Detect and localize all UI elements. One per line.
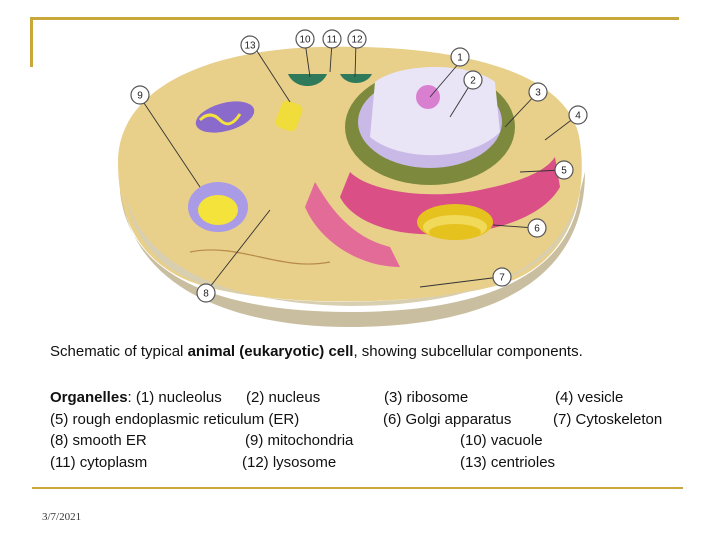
callout-5: 5 — [554, 160, 574, 180]
svg-text:3: 3 — [535, 88, 541, 99]
callout-10: 10 — [295, 29, 315, 49]
svg-text:4: 4 — [575, 111, 581, 122]
caption-suffix: , showing subcellular components. — [353, 343, 583, 360]
organelle-lysosome: (12) lysosome — [242, 453, 337, 471]
callout-12: 12 — [347, 29, 367, 49]
svg-text:7: 7 — [499, 273, 505, 284]
organelle-nucleus: (2) nucleus — [246, 389, 321, 406]
cytoskeleton — [189, 249, 331, 265]
callout-6: 6 — [527, 218, 547, 238]
lysosome — [340, 74, 372, 83]
callout-1: 1 — [450, 47, 470, 67]
svg-text:12: 12 — [351, 35, 363, 46]
callout-8: 8 — [196, 283, 216, 303]
cell-diagram: 1 2 3 4 5 6 7 8 9 10 11 12 13 — [118, 29, 588, 327]
slide-date: 3/7/2021 — [42, 511, 82, 523]
figure-caption: Schematic of typical animal (eukaryotic)… — [50, 343, 583, 360]
callout-3: 3 — [528, 82, 548, 102]
top-rule — [32, 17, 679, 20]
organelle-golgi: (6) Golgi apparatus — [383, 410, 512, 428]
organelles-heading: Organelles — [50, 389, 128, 406]
svg-text:9: 9 — [137, 91, 143, 102]
mitochondrion-upper — [195, 101, 255, 133]
left-rule — [30, 17, 33, 67]
svg-text:2: 2 — [470, 76, 476, 87]
svg-text:10: 10 — [299, 35, 311, 46]
organelle-vesicle: (4) vesicle — [555, 389, 624, 406]
svg-text:1: 1 — [457, 53, 463, 64]
organelle-rough-er: (5) rough endoplasmic reticulum (ER) — [50, 410, 300, 428]
callout-2: 2 — [463, 70, 483, 90]
organelle-centrioles: (13) centrioles — [460, 453, 556, 471]
organelle-cytoplasm: (11) cytoplasm — [50, 453, 148, 471]
organelle-mitochondria: (9) mitochondria — [245, 432, 354, 449]
svg-text:13: 13 — [244, 41, 256, 52]
svg-text:11: 11 — [327, 35, 338, 46]
organelle-nucleolus: (1) nucleolus — [135, 389, 222, 406]
bottom-rule — [32, 487, 683, 489]
callout-11: 11 — [322, 29, 342, 49]
organelle-vacuole: (10) vacuole — [460, 432, 543, 449]
callout-7: 7 — [492, 267, 512, 287]
caption-prefix: Schematic of typical — [50, 343, 188, 360]
organelle-cytoskeleton: (7) Cytoskeleton — [553, 410, 663, 428]
callout-4: 4 — [568, 105, 588, 125]
callout-13: 13 — [240, 35, 260, 55]
svg-text:8: 8 — [203, 289, 209, 300]
rough-er-fold — [305, 182, 400, 267]
organelles-heading-suffix: : — [127, 389, 132, 406]
svg-text:6: 6 — [534, 224, 540, 235]
organelle-smooth-er: (8) smooth ER — [50, 432, 147, 449]
mitochondrion-lower — [188, 182, 248, 232]
caption-bold: animal (eukaryotic) cell — [187, 343, 354, 360]
callout-9: 9 — [130, 85, 150, 105]
centrioles — [275, 100, 303, 132]
organelle-ribosome: (3) ribosome — [384, 389, 469, 406]
golgi-apparatus — [417, 204, 493, 240]
svg-text:5: 5 — [561, 166, 567, 177]
nucleolus — [416, 85, 440, 109]
vacuole — [288, 74, 327, 86]
rough-er — [340, 157, 560, 235]
